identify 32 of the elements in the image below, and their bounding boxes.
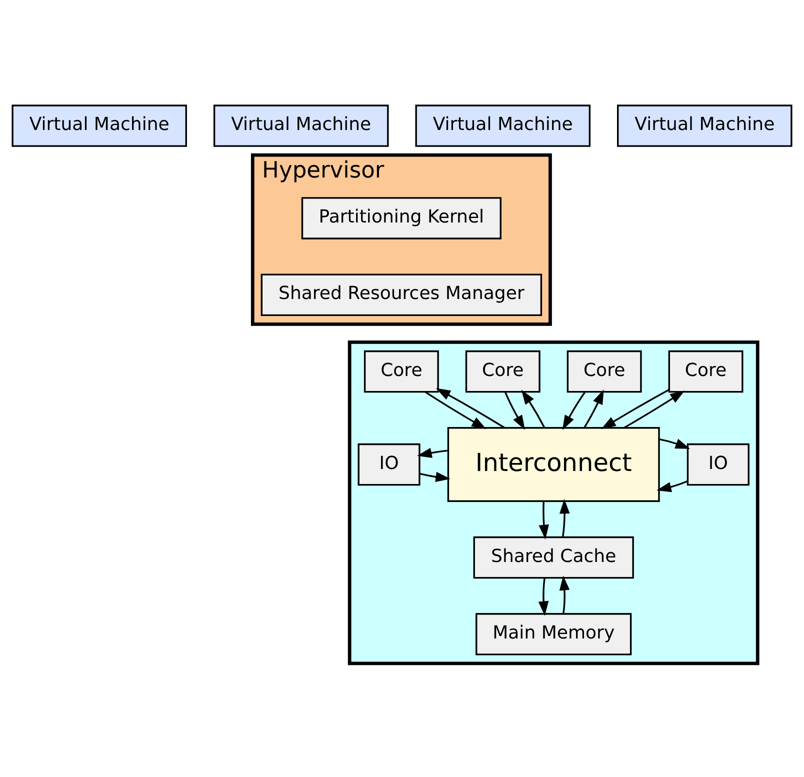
arrow bbox=[417, 447, 448, 458]
arrow bbox=[562, 390, 586, 430]
node-box: Core bbox=[465, 350, 540, 392]
arrow bbox=[601, 388, 670, 429]
node-box: Virtual Machine bbox=[213, 104, 389, 146]
arrow bbox=[538, 578, 549, 616]
node-box: Shared Cache bbox=[473, 536, 634, 578]
arrow bbox=[424, 390, 486, 429]
arrow bbox=[538, 500, 549, 539]
node-box: Shared Resources Manager bbox=[260, 273, 542, 316]
arrow bbox=[584, 389, 604, 428]
arrow bbox=[559, 575, 570, 613]
arrow bbox=[436, 388, 506, 428]
arrow bbox=[656, 480, 688, 492]
arrow bbox=[559, 498, 570, 537]
arrow bbox=[624, 390, 685, 428]
node-box: Interconnect bbox=[447, 426, 660, 502]
arrow bbox=[658, 438, 690, 448]
node-box: Core bbox=[668, 350, 744, 392]
node-box: Main Memory bbox=[476, 612, 632, 655]
node-box: Virtual Machine bbox=[12, 104, 187, 146]
arrow bbox=[521, 389, 546, 428]
node-box: Core bbox=[566, 350, 642, 392]
node-box: Partitioning Kernel bbox=[301, 196, 502, 239]
arrow bbox=[504, 391, 525, 430]
node-box: Virtual Machine bbox=[617, 104, 792, 146]
node-box: Core bbox=[364, 350, 439, 392]
node-box: IO bbox=[686, 442, 750, 486]
arrow bbox=[419, 471, 450, 482]
cluster bbox=[348, 340, 760, 665]
node-box: Virtual Machine bbox=[415, 104, 591, 146]
node-box: IO bbox=[358, 442, 420, 486]
